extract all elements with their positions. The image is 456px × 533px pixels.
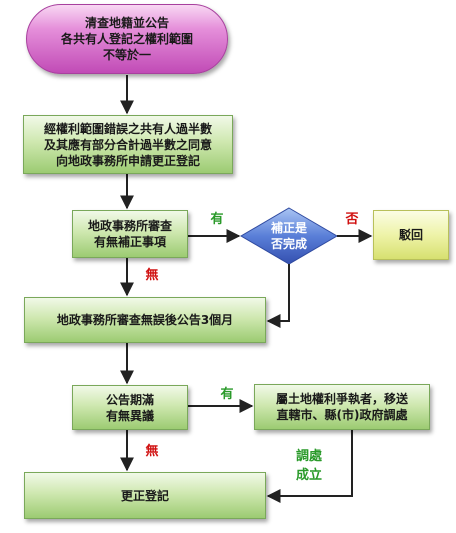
correction-complete-decision: 補正是 否完成 [270,221,307,251]
announcement-expiry-node: 公告期滿 有無異議 [72,385,188,430]
arrow-mediation-to-register [266,430,353,503]
no-label-correction: 否 [345,211,359,227]
no-label-review: 無 [145,267,159,283]
no-label-expiry: 無 [145,443,159,459]
mediation-referral-node: 屬土地權利爭執者，移送 直轄市、縣(市)政府調處 [254,384,430,430]
office-review-node: 地政事務所審查 有無補正事項 [72,210,188,258]
arrow-decision-to-announce3m [266,264,290,328]
correction-registration-node: 更正登記 [24,472,266,519]
yes-label-review: 有 [210,211,224,227]
announce-3-months-node: 地政事務所審查無誤後公告3個月 [24,297,266,343]
mediation-success-label: 調處 成立 [295,449,322,483]
start-announce-node: 清查地籍並公告 各共有人登記之權利範圍 不等於一 [26,4,228,74]
reject-node: 駁回 [373,210,449,260]
apply-correction-node: 經權利範圍錯誤之共有人過半數 及其應有部分合計過半數之同意 向地政事務所申請更正… [23,115,233,174]
yes-label-expiry: 有 [220,386,234,402]
